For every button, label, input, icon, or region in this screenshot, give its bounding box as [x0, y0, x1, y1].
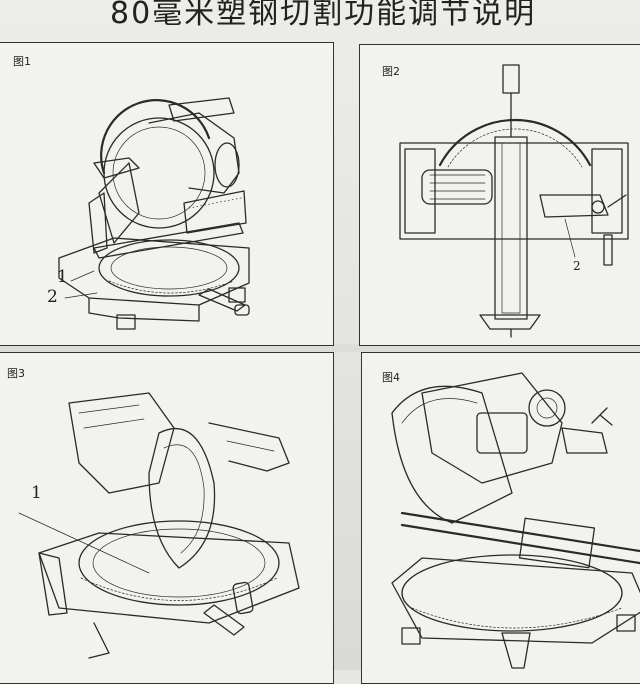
miter-saw-drawing-fig4 [391, 372, 640, 669]
document-title: 80毫米塑钢切割功能调节说明 [110, 0, 537, 31]
figure-2-panel: 图2 2 [359, 44, 640, 346]
callout-1: 1 [31, 483, 42, 503]
miter-saw-drawing-fig3 [18, 392, 300, 659]
callout-2: 2 [573, 259, 581, 273]
miter-saw-top-view-fig2 [399, 64, 629, 338]
figure-3-panel: 图3 1 [0, 352, 334, 684]
figure-2-label: 图2 [382, 65, 400, 78]
figure-3-label: 图3 [7, 367, 25, 380]
miter-saw-drawing-fig1 [58, 97, 250, 330]
panel-gutter [0, 344, 640, 352]
figure-1-panel: 图1 [0, 42, 334, 346]
figure-4-panel: 图4 [361, 352, 640, 684]
callout-1: 1 [57, 267, 68, 287]
figure-4-label: 图4 [382, 371, 400, 384]
figure-1-label: 图1 [13, 55, 31, 68]
callout-2: 2 [47, 287, 58, 307]
